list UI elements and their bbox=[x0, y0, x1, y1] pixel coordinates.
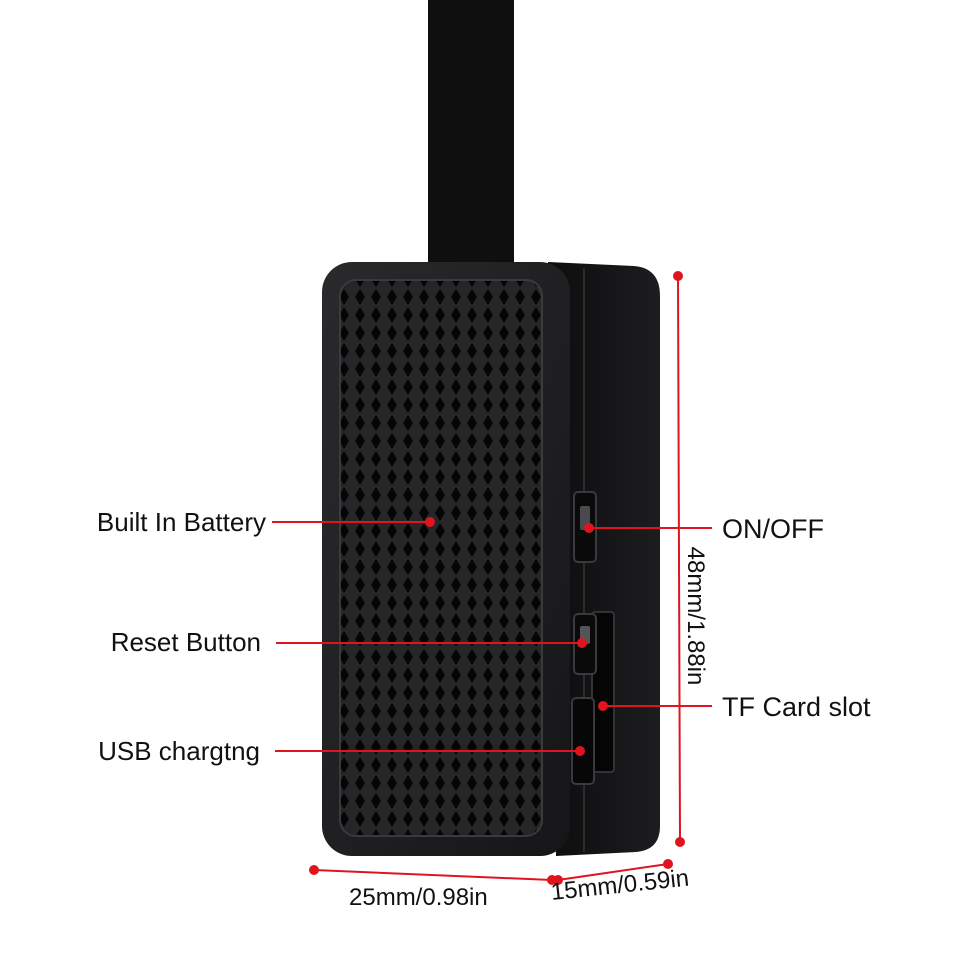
label-reset-button: Reset Button bbox=[110, 627, 261, 657]
label-width-dimension: 25mm/0.98in bbox=[349, 884, 488, 911]
callout-reset bbox=[276, 638, 587, 648]
label-built-in-battery: Built In Battery bbox=[96, 507, 266, 537]
dimension-width bbox=[309, 865, 557, 885]
usb-port bbox=[571, 697, 595, 785]
label-usb-charging: USB chargtng bbox=[98, 736, 260, 766]
callout-usb bbox=[275, 746, 585, 756]
callout-battery bbox=[272, 517, 435, 527]
label-height-dimension: 48mm/1.88in bbox=[682, 546, 709, 686]
label-tf-card-slot: TF Card slot bbox=[722, 692, 871, 722]
tf-card-slot bbox=[591, 611, 615, 773]
callout-on-off bbox=[584, 523, 712, 533]
label-on-off: ON/OFF bbox=[722, 514, 824, 544]
dimension-height bbox=[673, 271, 685, 847]
strap bbox=[428, 0, 514, 268]
callout-tf-card bbox=[598, 701, 712, 711]
mesh-grille-border bbox=[339, 279, 543, 837]
dimension-depth bbox=[553, 859, 673, 885]
mesh-grille bbox=[340, 280, 542, 836]
